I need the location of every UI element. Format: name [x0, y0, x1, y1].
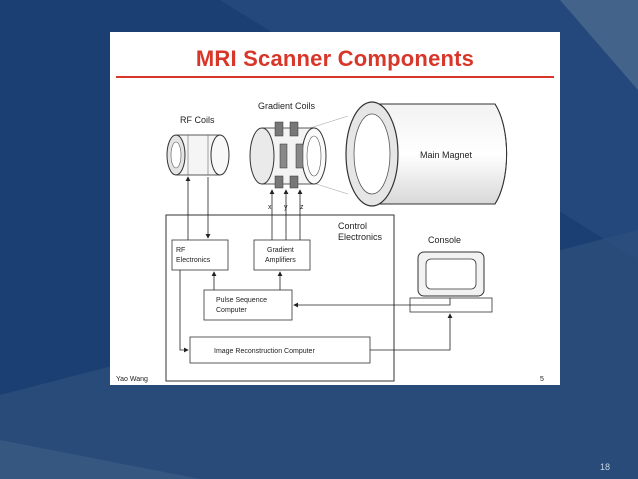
pulse-sequence-label-line1: Pulse Sequence [216, 297, 267, 304]
console-graphic [409, 251, 493, 313]
rf-electronics-box [171, 239, 229, 271]
gradient-coils-graphic [249, 121, 327, 189]
console-label: Console [428, 235, 461, 245]
gradient-amplifiers-label-line1: Gradient [267, 247, 294, 254]
title-underline [116, 76, 554, 78]
slide-content: MRI Scanner Components Main Magnet [110, 32, 560, 385]
main-magnet-graphic [309, 101, 508, 207]
pulse-sequence-computer-box [203, 289, 293, 321]
rf-electronics-label-line1: RF [176, 247, 185, 254]
footer-author: Yao Wang [116, 376, 148, 383]
rf-coils-label: RF Coils [180, 115, 215, 125]
gradient-amplifiers-label-line2: Amplifiers [265, 257, 296, 264]
pulse-sequence-label-line2: Computer [216, 307, 247, 314]
control-electronics-label-line1: Control [338, 221, 367, 231]
page-number: 18 [600, 462, 611, 472]
connection-arrows [179, 176, 453, 353]
image-reconstruction-label: Image Reconstruction Computer [214, 348, 315, 355]
gradient-coils-label: Gradient Coils [258, 101, 316, 111]
footer-slide-number: 5 [540, 376, 544, 383]
rf-coils-graphic [166, 134, 230, 176]
rf-electronics-label-line2: Electronics [176, 257, 211, 264]
control-electronics-label-line2: Electronics [338, 232, 383, 242]
control-electronics-box [165, 214, 395, 382]
slide-title: MRI Scanner Components [195, 46, 475, 71]
main-magnet-label: Main Magnet [420, 150, 473, 160]
image-reconstruction-computer-box [189, 336, 371, 364]
gradient-x-label: x [268, 204, 272, 211]
mri-components-diagram: Main Magnet Gradient Coils RF Coils [116, 101, 544, 383]
gradient-z-label: z [300, 204, 304, 211]
gradient-amplifiers-box [253, 239, 311, 271]
